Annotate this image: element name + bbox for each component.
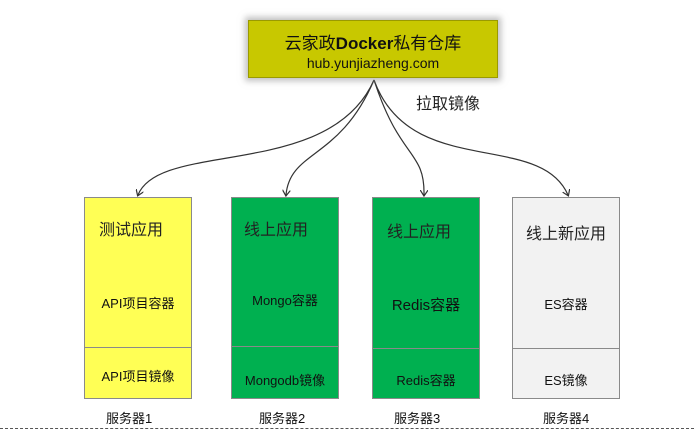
server-2-app-label: 线上应用: [244, 220, 309, 239]
server-2-container-label: Mongo容器: [252, 293, 318, 308]
server-4-container-label: ES容器: [544, 297, 588, 312]
registry-title: 云家政Docker私有仓库: [284, 34, 462, 54]
server-2-node: 线上应用 Mongo容器 Mongodb镜像: [231, 197, 339, 399]
registry-host: hub.yunjiazheng.com: [306, 55, 440, 71]
server-2-label: 服务器2: [259, 411, 306, 426]
arrow-to-server-1: [138, 79, 375, 195]
server-1-node: 测试应用 API项目容器 API项目镜像: [84, 197, 192, 399]
pull-image-label: 拉取镜像: [416, 94, 481, 113]
bottom-dashed-line: [0, 428, 694, 429]
docker-registry-node: 云家政Docker私有仓库 hub.yunjiazheng.com: [248, 20, 498, 78]
server-4-divider: [513, 348, 619, 349]
server-1-label: 服务器1: [106, 411, 153, 426]
server-3-app-label: 线上应用: [387, 222, 452, 241]
server-3-image-label: Redis容器: [396, 373, 456, 388]
server-3-label: 服务器3: [394, 411, 441, 426]
server-3-node: 线上应用 Redis容器 Redis容器: [372, 197, 480, 399]
server-3-container-label: Redis容器: [391, 297, 461, 314]
server-2-divider: [232, 346, 338, 347]
arrow-to-server-3: [373, 79, 424, 195]
server-4-label: 服务器4: [543, 411, 590, 426]
server-3-divider: [373, 348, 479, 349]
arrow-to-server-2: [286, 79, 375, 195]
server-4-image-label: ES镜像: [544, 373, 588, 388]
server-1-divider: [85, 347, 191, 348]
server-2-image-label: Mongodb镜像: [244, 373, 326, 388]
arrow-to-server-4: [373, 79, 568, 195]
server-1-app-label: 测试应用: [99, 220, 164, 239]
server-4-app-label: 线上新应用: [526, 224, 607, 243]
server-1-container-label: API项目容器: [101, 296, 175, 311]
server-4-node: 线上新应用 ES容器 ES镜像: [512, 197, 620, 399]
server-1-image-label: API项目镜像: [101, 369, 175, 384]
